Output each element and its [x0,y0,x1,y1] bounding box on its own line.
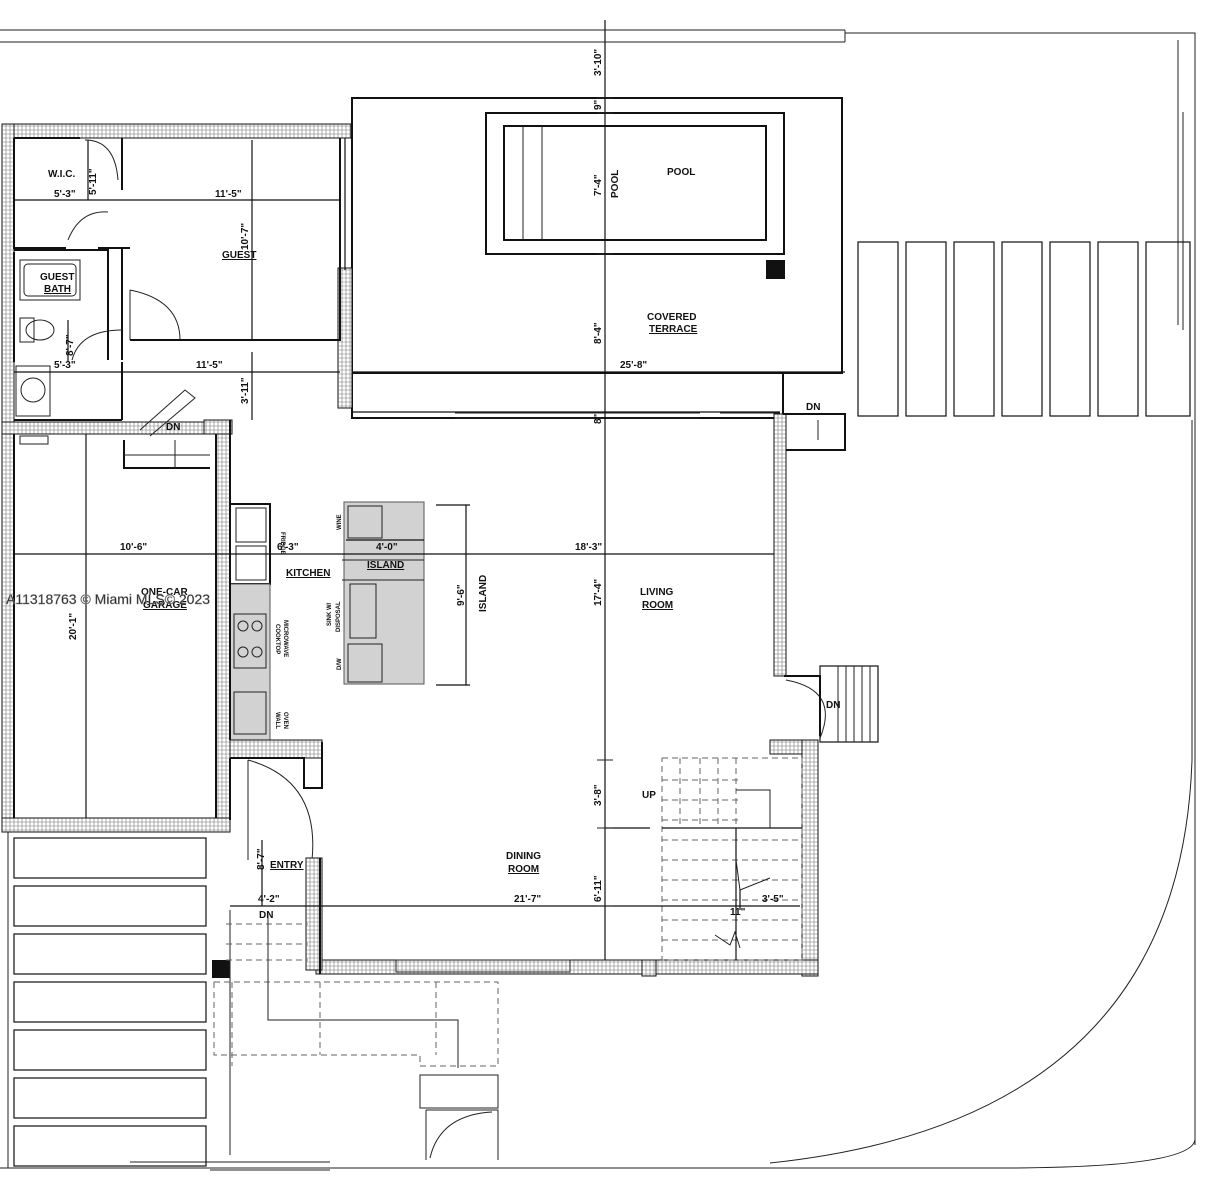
dim-6-3: 6'-3" [277,542,299,553]
dim-5-3-bot: 5'-3" [54,360,76,371]
label-microwave: MICROWAVE [282,620,288,657]
room-label-covered: COVERED [647,312,696,323]
room-label-island: ISLAND [367,560,404,571]
paver-strips-right [857,241,1191,417]
dim-9: 9" [593,99,604,110]
dim-11-5-bot: 11'-5" [196,360,223,371]
dim-3-8: 3'-8" [593,784,604,806]
dim-11: 11" [730,907,746,918]
room-label-kitchen: KITCHEN [286,568,330,579]
paver-strips-left [7,830,207,1168]
dim-3-11: 3'-11" [240,377,251,404]
dim-11-5-top: 11'-5" [215,189,242,200]
label-wall: WALL [274,712,280,729]
dimension-lines [14,20,845,960]
guest-wing [1,123,352,825]
label-oven: OVEN [282,712,288,729]
dim-9-6: 9'-6" [456,584,467,606]
label-dw: D/W [337,658,343,670]
dim-10-7: 10'-7" [240,223,251,250]
labels: W.I.C. GUEST GUEST BATH POOL POOL COVERE… [40,49,840,921]
entry-porch [212,910,499,1160]
room-label-dining: DINING [506,851,541,862]
room-label-dining-room: ROOM [508,864,539,875]
label-sink: SINK W/ [327,602,333,626]
dim-20-1: 20'-1" [68,613,79,640]
stair-dn-living: DN [826,700,840,711]
room-label-guest: GUEST [222,250,256,261]
dim-10-6: 10'-6" [120,542,147,553]
stair-dn-garage: DN [166,422,180,433]
room-label-entry: ENTRY [270,860,304,871]
dim-21-7: 21'-7" [514,894,541,905]
room-label-pool: POOL [667,167,695,178]
main-walls [203,413,879,977]
room-label-one-car: ONE-CAR [141,587,188,598]
dim-17-4: 17'-4" [593,579,604,606]
room-label-living-room: ROOM [642,600,673,611]
label-wine: WINE [337,514,343,530]
dim-7-4: 7'-4" [593,174,604,196]
stair-dn-entry: DN [259,910,273,921]
dim-8-7-entry: 8'-7" [256,848,267,870]
dim-25-8: 25'-8" [620,360,647,371]
dim-8-7-bath: 8'-7" [65,334,76,356]
dim-4-0: 4'-0" [376,542,398,553]
label-cooktop: COOKTOP [274,624,280,654]
room-label-pool-vertical: POOL [610,170,621,198]
label-disposal: DISPOSAL [336,601,342,632]
interior-stairs [661,757,803,961]
dim-8-4: 8'-4" [593,322,604,344]
dim-18-3: 18'-3" [575,542,602,553]
stair-dn-terrace: DN [806,402,820,413]
dim-3-5: 3'-5" [762,894,784,905]
room-label-guest-bath-1: GUEST [40,272,74,283]
room-label-guest-bath-2: BATH [44,284,71,295]
room-label-garage: GARAGE [143,600,187,611]
dim-5-3-top: 5'-3" [54,189,76,200]
label-fridge: FRIDGE [279,532,285,555]
room-label-island-vertical: ISLAND [478,575,489,612]
pool-area [337,97,843,419]
dim-3-10: 3'-10" [593,49,604,76]
dim-4-2: 4'-2" [258,894,280,905]
room-label-living: LIVING [640,587,674,598]
dim-5-11: 5'-11" [88,168,99,195]
site-boundary [0,29,1196,1171]
watermark: A11318763 © Miami MLS© 2023 [6,591,210,607]
stair-up: UP [642,790,656,801]
dim-6-11: 6'-11" [593,875,604,902]
garage [1,389,231,833]
kitchen-counters [229,501,470,861]
room-label-wic: W.I.C. [48,169,75,180]
dim-8: 8" [593,413,604,424]
room-label-terrace: TERRACE [649,324,698,335]
